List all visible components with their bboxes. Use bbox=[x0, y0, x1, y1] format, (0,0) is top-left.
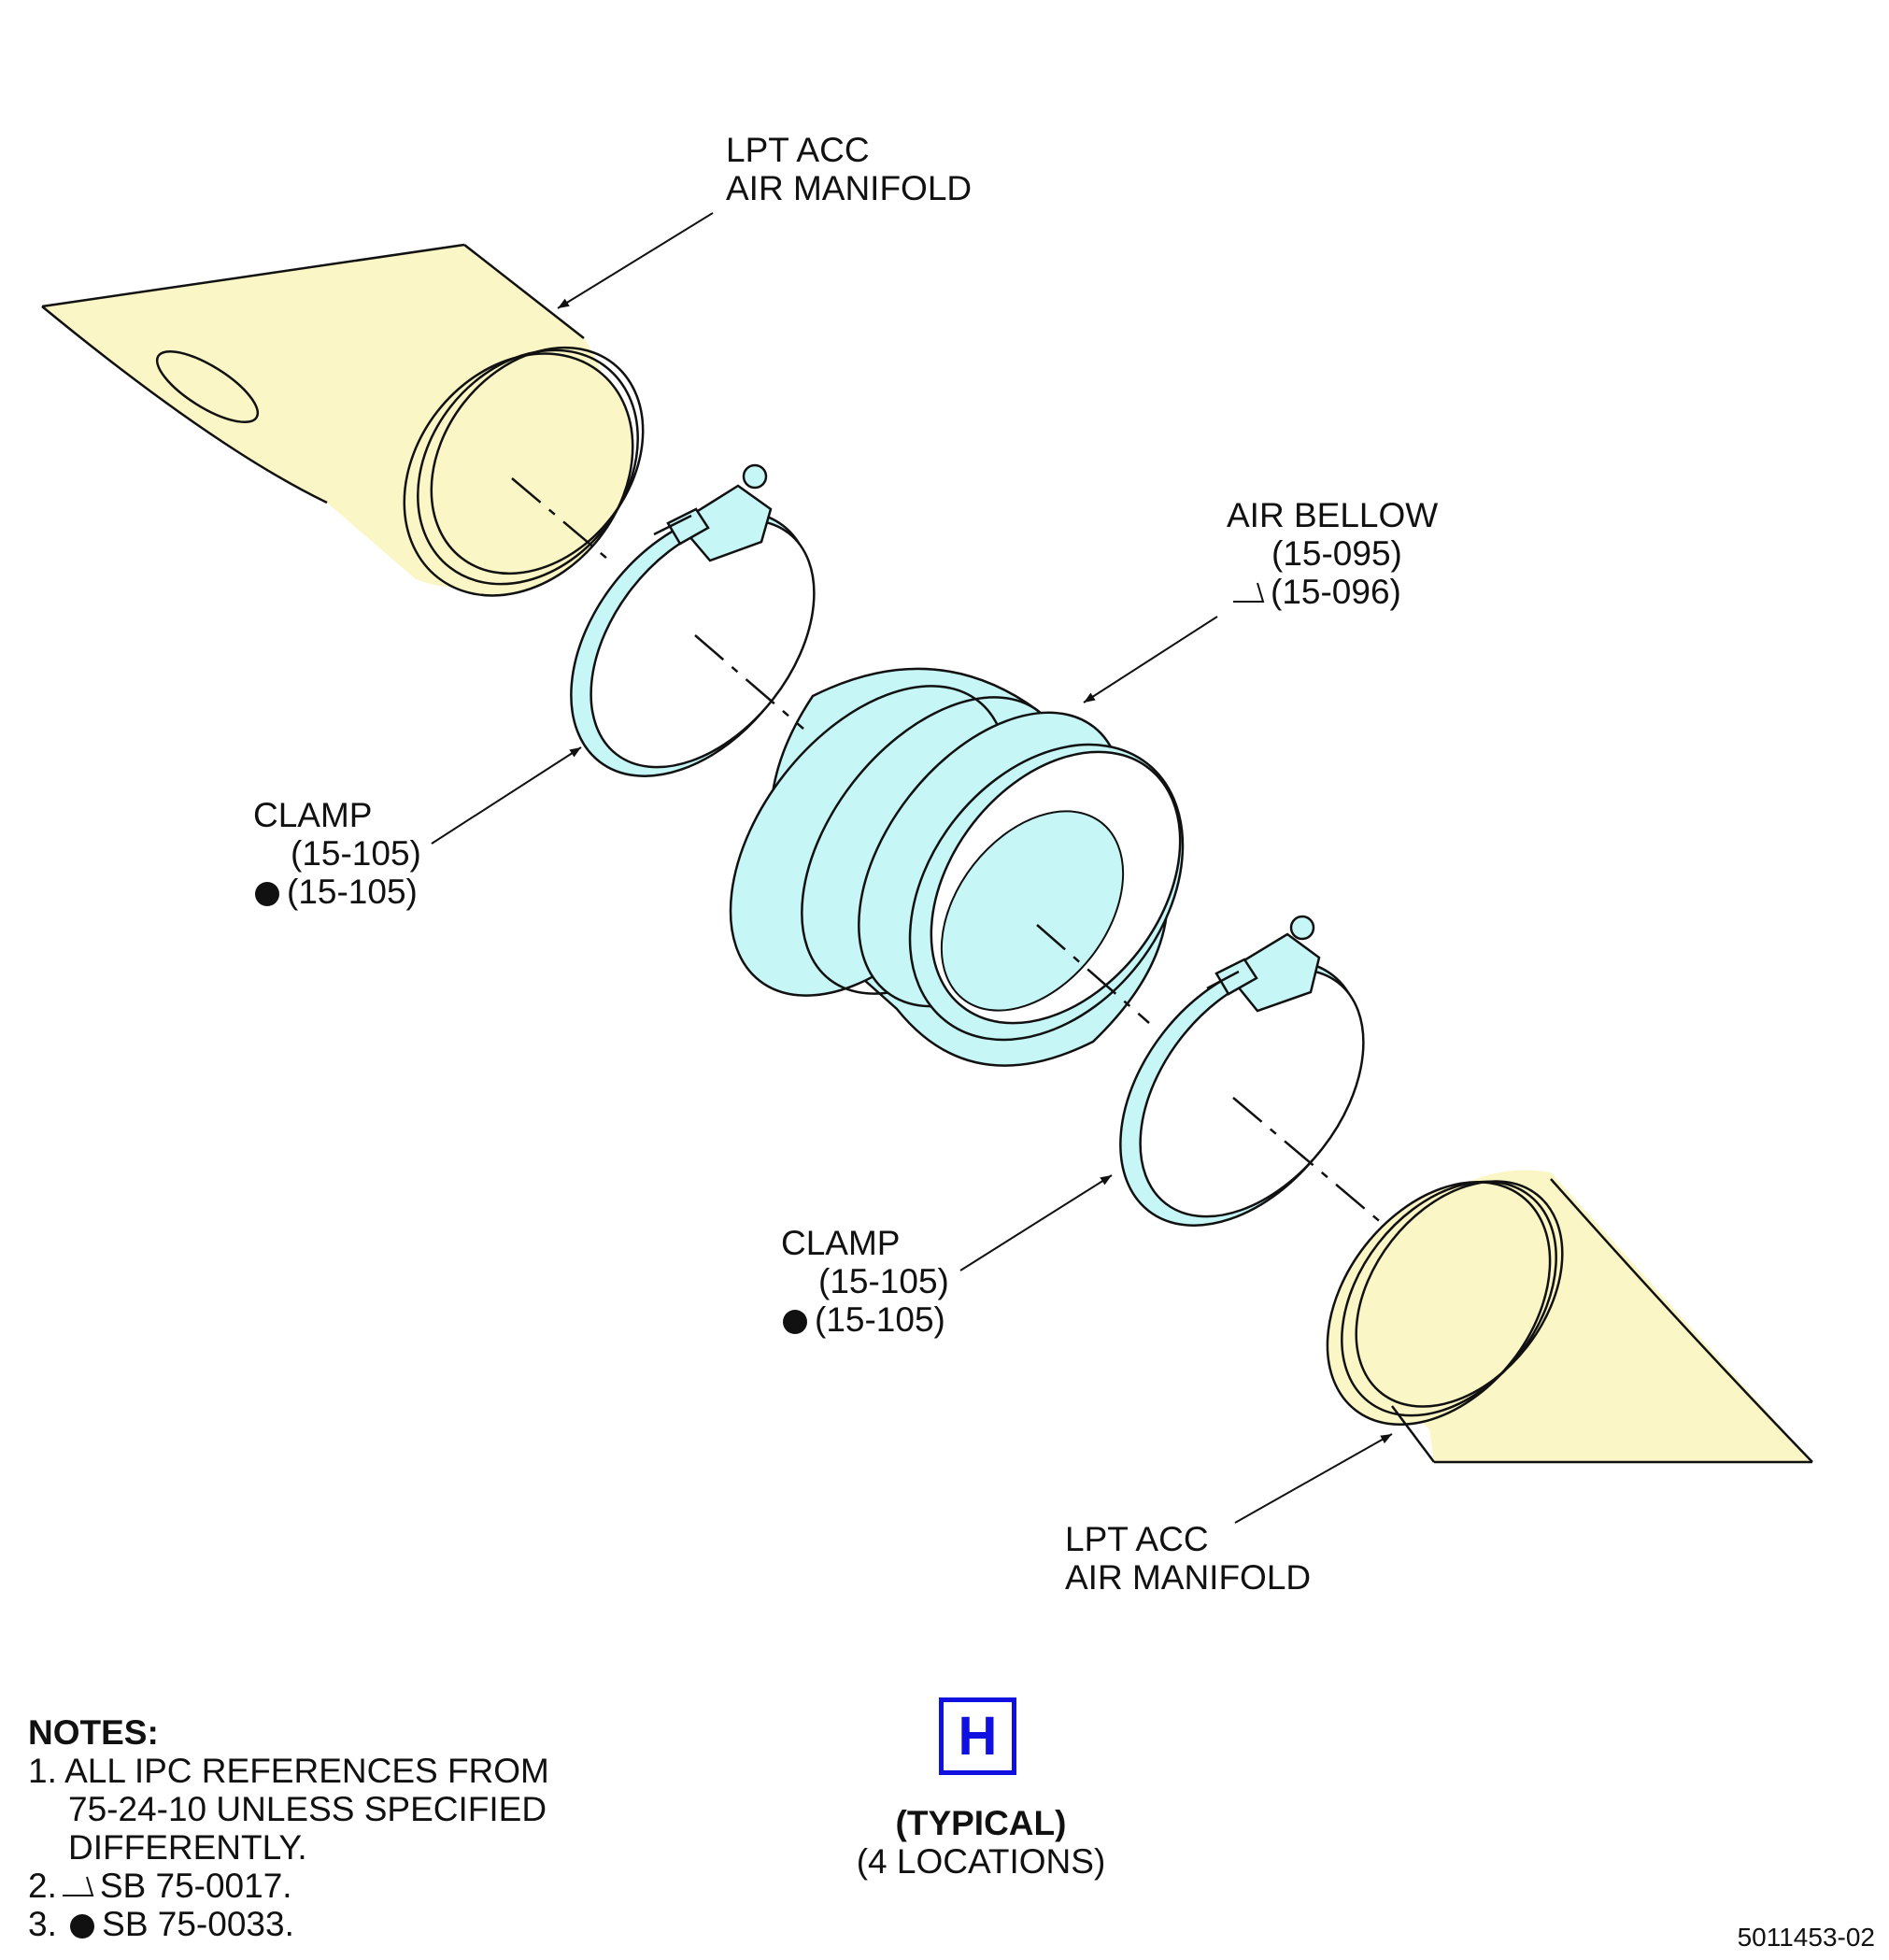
note-3: 3. SB 75-0033. bbox=[28, 1905, 549, 1943]
figure-number: 5011453-02 bbox=[1737, 1923, 1875, 1952]
label-clamp-lower: CLAMP (15-105) (15-105) bbox=[781, 1224, 949, 1339]
bellow-ref1: (15-095) bbox=[1271, 534, 1402, 573]
leader-bellow bbox=[1083, 616, 1218, 703]
label-air-bellow: AIR BELLOW (15-095) (15-096) bbox=[1227, 496, 1438, 611]
note-1-line2: 75-24-10 UNLESS SPECIFIED bbox=[68, 1790, 547, 1828]
leader-clamp-upper bbox=[431, 746, 582, 845]
dot-note-marker-icon bbox=[255, 882, 279, 906]
view-caption: (TYPICAL) (4 LOCATIONS) bbox=[841, 1804, 1121, 1881]
view-letter-box: H bbox=[939, 1697, 1016, 1775]
view-locations: (4 LOCATIONS) bbox=[856, 1842, 1106, 1881]
upper-clamp bbox=[570, 463, 816, 777]
lower-clamp bbox=[1119, 915, 1365, 1227]
clamp-upper-ref2-row: (15-105) bbox=[253, 873, 421, 911]
assembly-centerline bbox=[511, 477, 1384, 1225]
clamp-lower-ref1: (15-105) bbox=[818, 1262, 949, 1300]
view-typical: (TYPICAL) bbox=[895, 1804, 1067, 1842]
bellow-ref2: (15-096) bbox=[1271, 573, 1401, 611]
clamp-lower-name: CLAMP bbox=[781, 1224, 901, 1262]
clamp-upper-ref2: (15-105) bbox=[287, 873, 418, 911]
clamp-upper-ref1: (15-105) bbox=[291, 834, 421, 873]
upper-air-manifold bbox=[41, 243, 645, 597]
note-1-line1: 1. ALL IPC REFERENCES FROM bbox=[28, 1752, 549, 1790]
manifold-top-line1: LPT ACC bbox=[726, 131, 870, 169]
manifold-top-line2: AIR MANIFOLD bbox=[726, 169, 973, 207]
note-2: 2. SB 75-0017. bbox=[28, 1867, 549, 1905]
leader-clamp-lower bbox=[959, 1174, 1113, 1271]
leader-manifold-top bbox=[557, 212, 714, 309]
leader-lines bbox=[431, 212, 1393, 1524]
label-clamp-upper: CLAMP (15-105) (15-105) bbox=[253, 796, 421, 911]
clamp-lower-ref2-row: (15-105) bbox=[781, 1300, 949, 1339]
leader-manifold-bottom bbox=[1234, 1433, 1393, 1524]
air-bellow bbox=[729, 667, 1185, 1067]
dot-note-marker-icon bbox=[70, 1914, 95, 1939]
bellow-name: AIR BELLOW bbox=[1227, 496, 1439, 534]
manifold-bottom-line2: AIR MANIFOLD bbox=[1065, 1558, 1312, 1597]
note-1-line3: DIFFERENTLY. bbox=[68, 1828, 307, 1867]
note-2-text: SB 75-0017. bbox=[99, 1867, 292, 1905]
clamp-lower-ref2: (15-105) bbox=[815, 1300, 945, 1339]
label-manifold-bottom: LPT ACC AIR MANIFOLD bbox=[1065, 1520, 1311, 1597]
notes-block: NOTES: 1. ALL IPC REFERENCES FROM 75-24-… bbox=[28, 1713, 549, 1943]
manifold-bottom-line1: LPT ACC bbox=[1065, 1520, 1209, 1558]
note-3-text: SB 75-0033. bbox=[102, 1905, 294, 1943]
label-manifold-top: LPT ACC AIR MANIFOLD bbox=[726, 131, 972, 207]
triangle-note-marker-icon bbox=[1233, 582, 1265, 603]
note-3-prefix: 3. bbox=[28, 1905, 57, 1943]
notes-header: NOTES: bbox=[28, 1713, 159, 1752]
dot-note-marker-icon bbox=[783, 1310, 807, 1334]
lower-air-manifold bbox=[1326, 1170, 1813, 1464]
clamp-upper-name: CLAMP bbox=[253, 796, 373, 834]
triangle-note-marker-icon bbox=[62, 1876, 94, 1896]
bellow-ref2-row: (15-096) bbox=[1227, 573, 1438, 611]
view-letter: H bbox=[958, 1706, 998, 1767]
note-2-prefix: 2. bbox=[28, 1867, 57, 1905]
